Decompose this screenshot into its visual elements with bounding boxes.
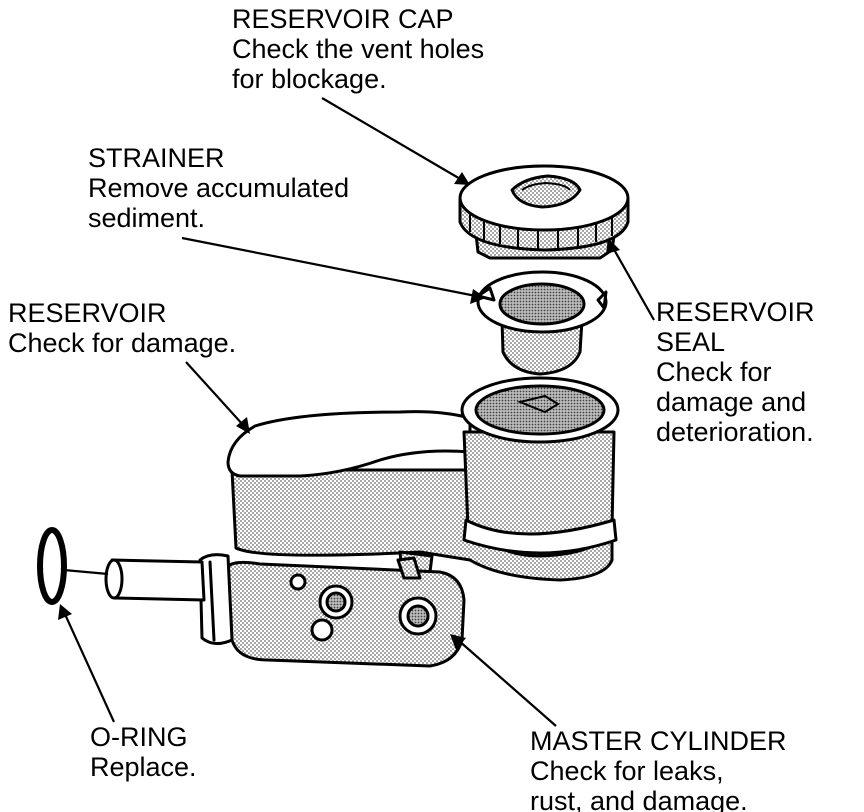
- callout-reservoir-title: RESERVOIR: [8, 298, 167, 328]
- callout-reservoir-cap: RESERVOIR CAP Check the vent holes for b…: [232, 4, 484, 94]
- o-ring: [37, 527, 109, 605]
- callout-reservoir-seal: RESERVOIR SEAL Check for damage and dete…: [656, 297, 815, 447]
- callout-reservoir-cap-title: RESERVOIR CAP: [232, 4, 454, 34]
- callout-master-cylinder-line-2: rust, and damage.: [530, 786, 748, 812]
- callout-reservoir-seal-line-2: Check for: [656, 357, 772, 387]
- callout-o-ring: O-RING Replace.: [90, 722, 197, 782]
- strainer: [476, 270, 608, 376]
- callout-reservoir: RESERVOIR Check for damage.: [8, 298, 236, 358]
- callout-reservoir-seal-line-3: damage and: [656, 387, 806, 417]
- reservoir: [226, 376, 620, 582]
- callout-reservoir-seal-line-4: deterioration.: [656, 417, 814, 447]
- callout-strainer: STRAINER Remove accumulated sediment.: [88, 143, 349, 233]
- leader-lines: [58, 97, 655, 727]
- callout-strainer-line-2: sediment.: [88, 203, 205, 233]
- callout-reservoir-cap-line-1: Check the vent holes: [232, 34, 484, 64]
- callout-reservoir-seal-line-1: SEAL: [656, 327, 725, 357]
- callout-o-ring-line-1: Replace.: [90, 752, 197, 782]
- callout-reservoir-cap-line-2: for blockage.: [232, 64, 387, 94]
- reservoir-cap: [458, 164, 630, 260]
- callout-reservoir-line-1: Check for damage.: [8, 328, 236, 358]
- callout-strainer-line-1: Remove accumulated: [88, 173, 349, 203]
- callout-o-ring-title: O-RING: [90, 722, 188, 752]
- master-cylinder: [104, 553, 466, 668]
- callout-strainer-title: STRAINER: [88, 143, 225, 173]
- callout-reservoir-seal-title: RESERVOIR: [656, 297, 815, 327]
- callout-master-cylinder: MASTER CYLINDER Check for leaks, rust, a…: [530, 726, 787, 812]
- callout-master-cylinder-title: MASTER CYLINDER: [530, 726, 787, 756]
- callout-master-cylinder-line-1: Check for leaks,: [530, 756, 724, 786]
